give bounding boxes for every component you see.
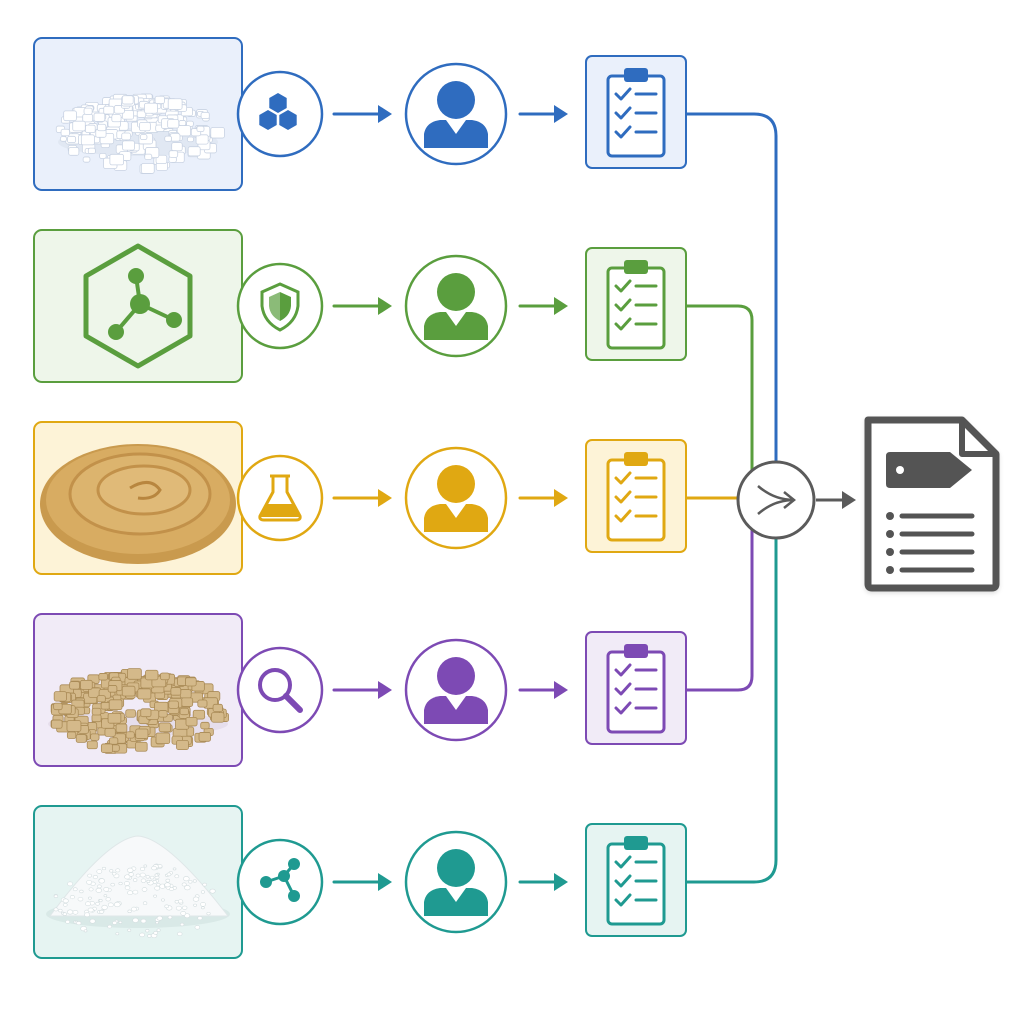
- arrow-to-person: [332, 105, 392, 123]
- person-icon: [404, 254, 508, 358]
- material-image-box: [33, 229, 243, 383]
- arrow-to-checklist-head: [554, 105, 568, 123]
- row-teal: [33, 805, 687, 959]
- row-yellow: [33, 421, 687, 575]
- arrow-to-person: [332, 873, 392, 891]
- arrow-to-person: [332, 681, 392, 699]
- arrow-to-checklist-head: [554, 297, 568, 315]
- arrow-to-checklist-head: [554, 489, 568, 507]
- checklist-clipboard-icon: [585, 439, 687, 553]
- document-fold: [959, 420, 996, 457]
- arrow-to-output: [816, 491, 856, 509]
- material-image-box: [33, 37, 243, 191]
- checklist-clipboard-icon: [585, 55, 687, 169]
- arrow-to-person-head: [378, 297, 392, 315]
- arrow-to-checklist: [518, 681, 568, 699]
- white-crystal-pile-image: [55, 93, 225, 174]
- paste-swirl-image: [40, 444, 236, 564]
- connector-green: [684, 304, 754, 479]
- arrow-to-checklist: [518, 297, 568, 315]
- connector-lines: [684, 112, 778, 884]
- merge-icon: [736, 460, 816, 540]
- person-icon: [404, 446, 508, 550]
- arrow-to-checklist: [518, 489, 568, 507]
- arrow-to-checklist: [518, 873, 568, 891]
- arrow-to-person: [332, 489, 392, 507]
- arrow-to-person-head: [378, 489, 392, 507]
- material-image-box: [33, 613, 243, 767]
- person-icon: [404, 62, 508, 166]
- person-icon: [404, 638, 508, 742]
- connector-blue: [684, 112, 778, 464]
- connector-teal: [684, 536, 778, 884]
- tagged-document-icon: [864, 416, 1000, 592]
- tag-icon: [886, 452, 972, 488]
- document-page: [864, 416, 1000, 592]
- checklist-clipboard-icon: [585, 247, 687, 361]
- ingredient-rows: [33, 37, 687, 959]
- arrow-to-checklist: [518, 105, 568, 123]
- granule-pile-image: [48, 668, 229, 754]
- row-green: [33, 229, 687, 383]
- checklist-clipboard-icon: [585, 631, 687, 745]
- arrow-to-person-head: [378, 873, 392, 891]
- flask-icon: [236, 454, 324, 542]
- merge-node-group: [736, 460, 856, 540]
- arrow-to-checklist-head: [554, 681, 568, 699]
- output-document-group: [864, 416, 1000, 592]
- material-image-box: [33, 805, 243, 959]
- molecule-icon: [236, 838, 324, 926]
- molecule-hexagon-image: [83, 243, 193, 369]
- arrow-to-checklist-head: [554, 873, 568, 891]
- connector-purple: [684, 521, 754, 692]
- arrow-to-person: [332, 297, 392, 315]
- material-image-box: [33, 421, 243, 575]
- shield-icon: [236, 262, 324, 350]
- arrow-to-person-head: [378, 105, 392, 123]
- checklist-clipboard-icon: [585, 823, 687, 937]
- row-purple: [33, 613, 687, 767]
- person-icon: [404, 830, 508, 934]
- white-powder-pile-image: [46, 835, 230, 939]
- magnifier-icon: [236, 646, 324, 734]
- row-blue: [33, 37, 687, 191]
- arrow-to-person-head: [378, 681, 392, 699]
- hexagon-cluster-icon: [236, 70, 324, 158]
